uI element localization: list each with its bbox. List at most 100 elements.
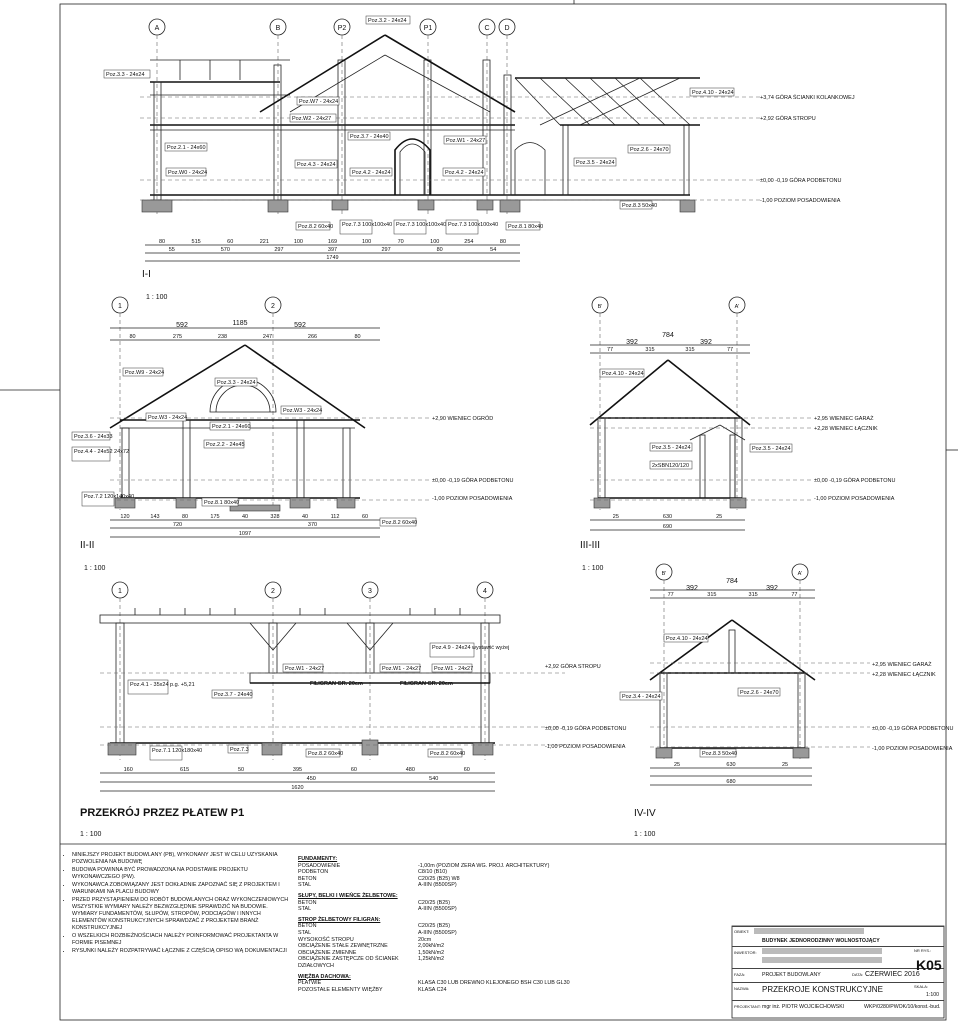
dim-value: 630 — [663, 514, 672, 520]
dim-value: 315 — [645, 347, 654, 353]
dim-value: 266 — [308, 334, 317, 340]
tag: Poz.8.2 60x40 — [382, 520, 417, 526]
dim-value: 40 — [242, 514, 248, 520]
tag: Poz.4.2 - 24x24 — [352, 170, 391, 176]
tag: Poz.4.3 - 24x24 — [297, 162, 336, 168]
axis-3: 3 — [368, 588, 372, 595]
dim: 392 — [686, 585, 698, 592]
tag: Poz.2.2 - 24x45 — [206, 442, 245, 448]
tags-i-i: Poz.3.3 - 24x24 Poz.3.2 - 24x24 Poz.W7 -… — [103, 15, 735, 235]
dim-value: 25 — [782, 762, 788, 768]
tag: Poz.2.1 - 24x60 — [212, 424, 251, 430]
tag: Poz.7.2 120x140x40 — [84, 494, 134, 500]
tag: Poz.3.6 - 24x33 — [74, 434, 113, 440]
scale-label: 1 : 100 — [84, 565, 106, 572]
level-label: +2,28 WIENIEC ŁĄCZNIK — [872, 672, 936, 678]
dim-value: 370 — [308, 522, 317, 528]
section-ii-ii: 1 2 Poz.W9 - 24x24 Poz.3.3 - 24x24 Poz.W… — [71, 296, 514, 572]
dim-value: 60 — [351, 767, 357, 773]
dim-value: 515 — [192, 239, 201, 245]
spec-value: C20/25 (B25) — [418, 923, 451, 930]
spec-value: C8/10 (B10) — [418, 869, 448, 876]
axis-a-prime: A' — [798, 571, 803, 577]
tag: Poz.3.3 - 24x24 — [106, 72, 145, 78]
dim: 592 — [294, 322, 306, 329]
filigran-label: FILIGRAN GR. 20cm — [400, 681, 453, 687]
dim-value: 60 — [227, 239, 233, 245]
dim-value: 80 — [437, 247, 443, 253]
level-label: ±0,00 -0,19 GÓRA PODBETONU — [814, 477, 896, 484]
dim: 392 — [766, 585, 778, 592]
title-block: OBIEKT: BUDYNEK JEDNORODZINNY WOLNOSTOJĄ… — [732, 926, 944, 1018]
axis-c: C — [484, 25, 489, 32]
tag: Poz.8.3 50x40 — [702, 751, 737, 757]
tag: Poz.W1 - 24x27 — [446, 138, 485, 144]
tb-label: NAZWA: — [734, 986, 750, 991]
tb-label: NR RYS.: — [914, 948, 932, 953]
dim-value: 60 — [464, 767, 470, 773]
tb-label: OBIEKT: — [734, 929, 750, 934]
dim-value: 80 — [354, 334, 360, 340]
dim-value: 1097 — [239, 531, 251, 537]
tb-faza: PROJEKT BUDOWLANY — [762, 972, 821, 978]
dim-value: 100 — [294, 239, 303, 245]
tag: 2xSBN120/120 — [652, 463, 689, 469]
spec-key: WYSOKOŚĆ STROPU — [298, 936, 354, 943]
tb-label: SKALA: — [914, 984, 929, 989]
tag: Poz.3.3 - 24x24 — [217, 380, 256, 386]
spec-key: PODBETON — [298, 869, 329, 876]
level-label: -1,00 POZIOM POSADOWIENIA — [545, 744, 626, 750]
level-label: ±0,00 -0,19 GÓRA PODBETONU — [545, 725, 627, 732]
axis-a-prime: A' — [735, 304, 740, 310]
dim-value: 275 — [173, 334, 182, 340]
level-label: -1,00 POZIOM POSADOWIENIA — [872, 746, 953, 752]
filigran-label: FILIGRAN GR. 20cm — [310, 681, 363, 687]
tb-label: INWESTOR: — [734, 950, 757, 955]
dim-value: 100 — [430, 239, 439, 245]
tag: Poz.4.4 - 24x52 24x72 — [74, 449, 129, 455]
spec-key: STAL — [298, 929, 312, 936]
dim-value: 690 — [663, 524, 672, 530]
axis-b: B — [276, 25, 281, 32]
dim-value: 112 — [331, 514, 340, 520]
section-label: IV-IV — [634, 808, 656, 819]
section-platew: 1 2 3 4 FILIGRAN GR. 20cm FILIGRAN GR. 2… — [80, 581, 627, 838]
spec-value: A-IIIN (B500SP) — [418, 929, 457, 936]
tags-iv-iv: Poz.4.10 - 24x24 Poz.3.4 - 24x24 Poz.2.6… — [619, 633, 781, 758]
dim-value: 297 — [381, 247, 390, 253]
material-spec: FUNDAMENTY:POSADOWIENIE-1,00m (POZIOM ZE… — [298, 852, 598, 993]
dim-value: 254 — [464, 239, 473, 245]
spec-key: PŁATWIE — [298, 980, 322, 987]
tag: Poz.8.1 80x40 — [204, 500, 239, 506]
tag: Poz.2.6 - 24x70 — [630, 147, 669, 153]
dim-value: 100 — [362, 239, 371, 245]
tb-skala: 1:100 — [926, 992, 939, 998]
dim-value: 54 — [490, 247, 496, 253]
spec-heading: FUNDAMENTY: — [298, 856, 338, 862]
dim-value: 315 — [749, 592, 758, 598]
spec-value: 2,00kN/m2 — [418, 943, 445, 950]
level-label: -1,00 POZIOM POSADOWIENIA — [432, 496, 513, 502]
scale-label: 1 : 100 — [80, 831, 102, 838]
tag: Poz.3.5 - 24x24 — [752, 446, 791, 452]
tags-iii-iii: Poz.4.10 - 24x24 Poz.3.5 - 24x24 Poz.3.5… — [599, 368, 793, 470]
spec-value: A-IIIN (B500SP) — [418, 906, 457, 913]
level-label: -1,00 POZIOM POSADOWIENIA — [814, 496, 895, 502]
dim-value: 395 — [293, 767, 302, 773]
tag: Poz.W0 - 24x24 — [168, 170, 207, 176]
note-item: WYKONAWCA ZOBOWIĄZANY JEST DOKŁADNIE ZAP… — [72, 882, 292, 896]
tb-rys: K05 — [916, 957, 942, 973]
dim: 392 — [626, 339, 638, 346]
tag: Poz.W9 - 24x24 — [125, 370, 164, 376]
dim-value: 169 — [328, 239, 337, 245]
level-label: +2,28 WIENIEC ŁĄCZNIK — [814, 426, 878, 432]
tag: Poz.3.5 - 24x24 — [576, 160, 615, 166]
axis-1: 1 — [118, 303, 122, 310]
tag: Poz.4.10 - 24x24 — [602, 371, 644, 377]
